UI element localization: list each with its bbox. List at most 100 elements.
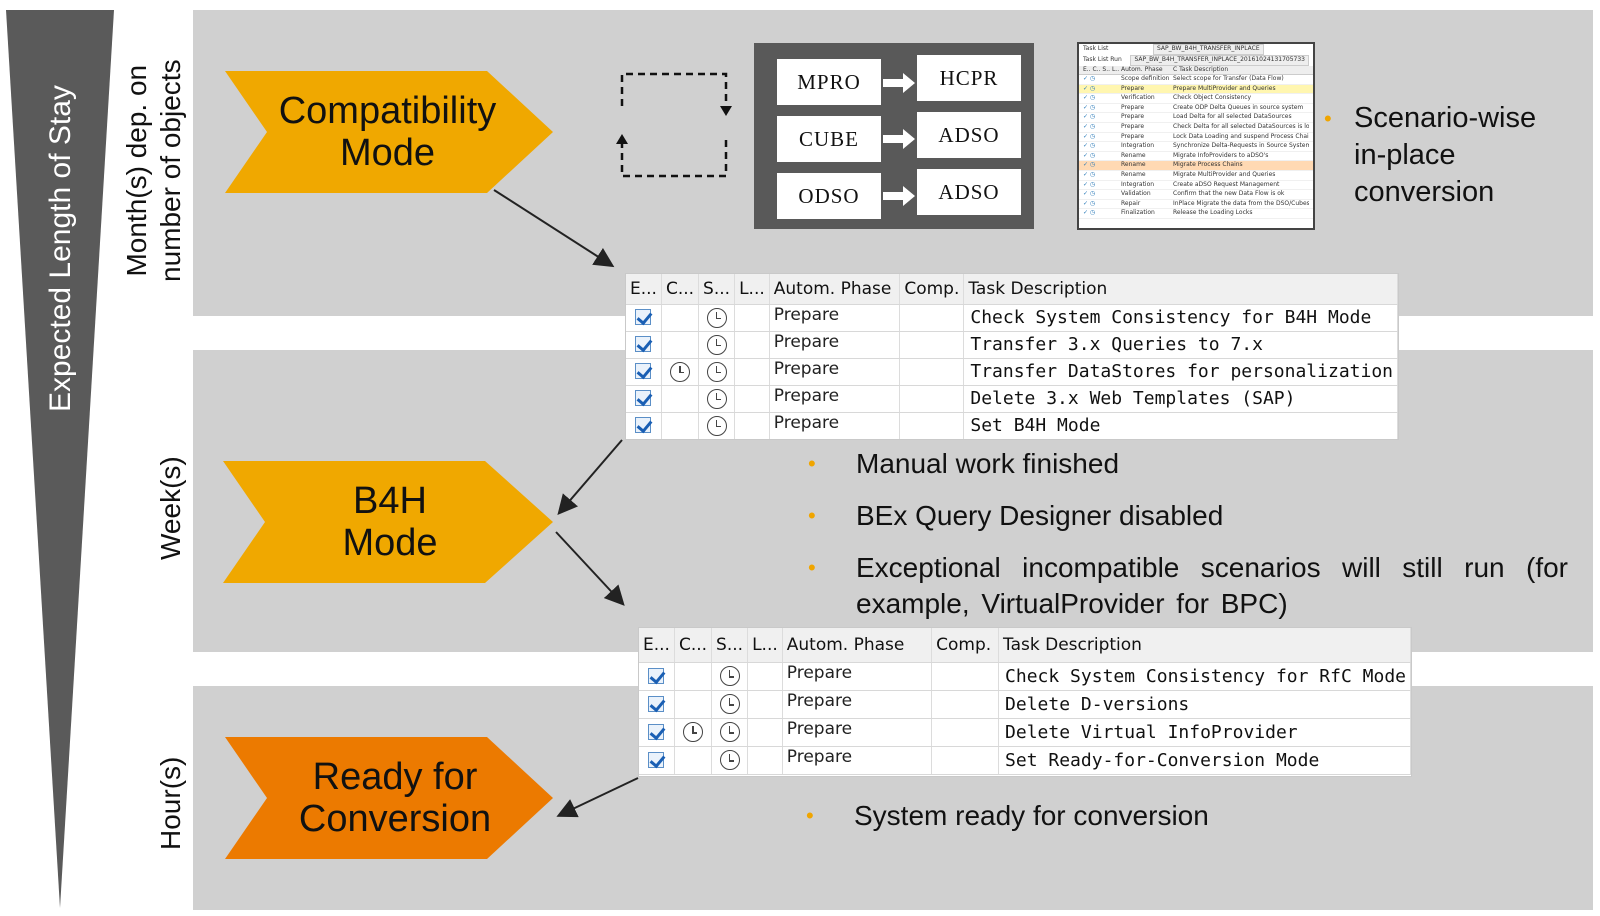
- cell-l: [747, 718, 783, 747]
- cell-e[interactable]: [626, 412, 662, 439]
- thumb-row-status-icons: ✓ ◷: [1083, 113, 1096, 121]
- thumb-row-phase: Repair: [1121, 199, 1141, 207]
- mapping-arrow-1: [883, 73, 915, 93]
- cell-e[interactable]: [639, 718, 675, 747]
- thumb-row-desc: Prepare MultiProvider and Queries: [1173, 84, 1276, 92]
- thumb-row-desc: Release the Loading Locks: [1173, 209, 1253, 217]
- col-c[interactable]: C...: [674, 628, 713, 663]
- thumb-row-desc: Migrate InfoProviders to aDSO's: [1173, 151, 1269, 159]
- clock-icon: [670, 361, 690, 382]
- ready-bullet-1-text: System ready for conversion: [854, 800, 1209, 831]
- thumb-row-desc: Synchronize Delta-Requests in Source Sys…: [1173, 142, 1309, 150]
- thumb-row-status-icons: ✓ ◷: [1083, 103, 1096, 111]
- thumb-row-status-icons: ✓ ◷: [1083, 209, 1096, 217]
- clock-icon: [706, 307, 727, 328]
- col-autom-phase[interactable]: Autom. Phase: [782, 628, 933, 663]
- col-l[interactable]: L...: [747, 628, 783, 663]
- thumb-row-status-icons: ✓ ◷: [1083, 180, 1096, 188]
- cell-c: [661, 412, 700, 439]
- cell-e[interactable]: [626, 358, 662, 386]
- compatibility-line1: Compatibility: [278, 90, 497, 132]
- col-autom-phase[interactable]: Autom. Phase: [769, 274, 901, 305]
- checkbox-icon[interactable]: [648, 751, 665, 768]
- thumb-row-phase: Scope definition: [1121, 75, 1170, 82]
- thumb-row-phase: Prepare: [1121, 113, 1145, 121]
- cell-c: [661, 331, 700, 359]
- b4h-bullet-1-text: Manual work finished: [856, 448, 1120, 479]
- checkbox-icon[interactable]: [635, 417, 652, 434]
- cell-comp: [931, 662, 1000, 691]
- cell-c: [661, 358, 700, 386]
- clock-icon: [706, 415, 727, 436]
- mapping-target-3: ADSO: [917, 169, 1021, 215]
- cell-e[interactable]: [626, 331, 662, 359]
- cell-e[interactable]: [639, 746, 675, 775]
- checkbox-icon[interactable]: [635, 363, 652, 380]
- table-header: E... C... S... L... Autom. Phase Comp. T…: [639, 628, 1411, 663]
- compat-bullet-line1: Scenario-wise: [1354, 102, 1537, 134]
- col-s[interactable]: S...: [711, 628, 749, 663]
- cell-comp: [899, 331, 965, 359]
- col-e[interactable]: E...: [639, 628, 675, 663]
- col-comp[interactable]: Comp.: [899, 274, 965, 305]
- cell-task-description: Delete D-versions: [998, 690, 1411, 719]
- cell-s: [711, 662, 749, 691]
- cell-task-description: Transfer 3.x Queries to 7.x: [963, 331, 1398, 359]
- checkbox-icon[interactable]: [635, 336, 652, 353]
- thumb-row-desc: Lock Data Loading and suspend Process Ch…: [1173, 132, 1309, 140]
- cell-s: [711, 746, 749, 775]
- cell-e[interactable]: [626, 385, 662, 413]
- cell-comp: [899, 304, 965, 332]
- thumb-row-status-icons: ✓ ◷: [1083, 199, 1096, 207]
- inplace-cycle-icon: [616, 72, 732, 178]
- mapping-source-2: CUBE: [777, 116, 881, 162]
- cell-e[interactable]: [639, 662, 675, 691]
- b4h-bullet-1: Manual work finished: [808, 446, 1568, 482]
- b4h-task-rows: Prepare Check System Consistency for B4H …: [626, 304, 1398, 439]
- checkbox-icon[interactable]: [648, 667, 665, 684]
- cell-task-description: Check System Consistency for B4H Mode: [963, 304, 1398, 332]
- thumb-task-list-value: SAP_BW_B4H_TRANSFER_INPLACE: [1153, 44, 1264, 55]
- compatibility-chevron: [225, 71, 553, 193]
- thumb-row-phase: Validation: [1121, 190, 1151, 198]
- mapping-source-3: ODSO: [777, 173, 881, 219]
- checkbox-icon[interactable]: [648, 695, 665, 712]
- cell-e[interactable]: [626, 304, 662, 332]
- thumb-row-status-icons: ✓ ◷: [1083, 84, 1096, 92]
- cell-task-description: Delete Virtual InfoProvider: [998, 718, 1411, 747]
- thumb-row-status-icons: ✓ ◷: [1083, 122, 1096, 130]
- col-task-description[interactable]: Task Description: [963, 274, 1398, 305]
- ready-bullets: System ready for conversion: [806, 798, 1209, 834]
- cell-c: [661, 304, 700, 332]
- thumb-row-status-icons: ✓ ◷: [1083, 94, 1096, 102]
- checkbox-icon[interactable]: [635, 309, 652, 326]
- col-c[interactable]: C...: [661, 274, 700, 305]
- mapping-target-1: HCPR: [917, 55, 1021, 101]
- col-e[interactable]: E...: [626, 274, 662, 305]
- checkbox-icon[interactable]: [648, 723, 665, 740]
- mapping-arrow-3: [883, 186, 915, 206]
- col-s[interactable]: S...: [698, 274, 736, 305]
- compat-bullet-line3: conversion: [1354, 176, 1495, 208]
- cell-autom-phase: Prepare: [769, 331, 901, 359]
- arrow-table1-to-b4h: [557, 439, 623, 516]
- col-task-description[interactable]: Task Description: [998, 628, 1411, 663]
- arrow-table2-to-ready: [556, 777, 639, 818]
- thumb-row-phase: Prepare: [1121, 132, 1145, 140]
- checkbox-icon[interactable]: [635, 390, 652, 407]
- cell-c: [674, 746, 713, 775]
- col-l[interactable]: L...: [734, 274, 770, 305]
- clock-icon: [706, 388, 727, 409]
- col-comp[interactable]: Comp.: [931, 628, 1000, 663]
- cell-task-description: Delete 3.x Web Templates (SAP): [963, 385, 1398, 413]
- cell-e[interactable]: [639, 690, 675, 719]
- cell-c: [674, 662, 713, 691]
